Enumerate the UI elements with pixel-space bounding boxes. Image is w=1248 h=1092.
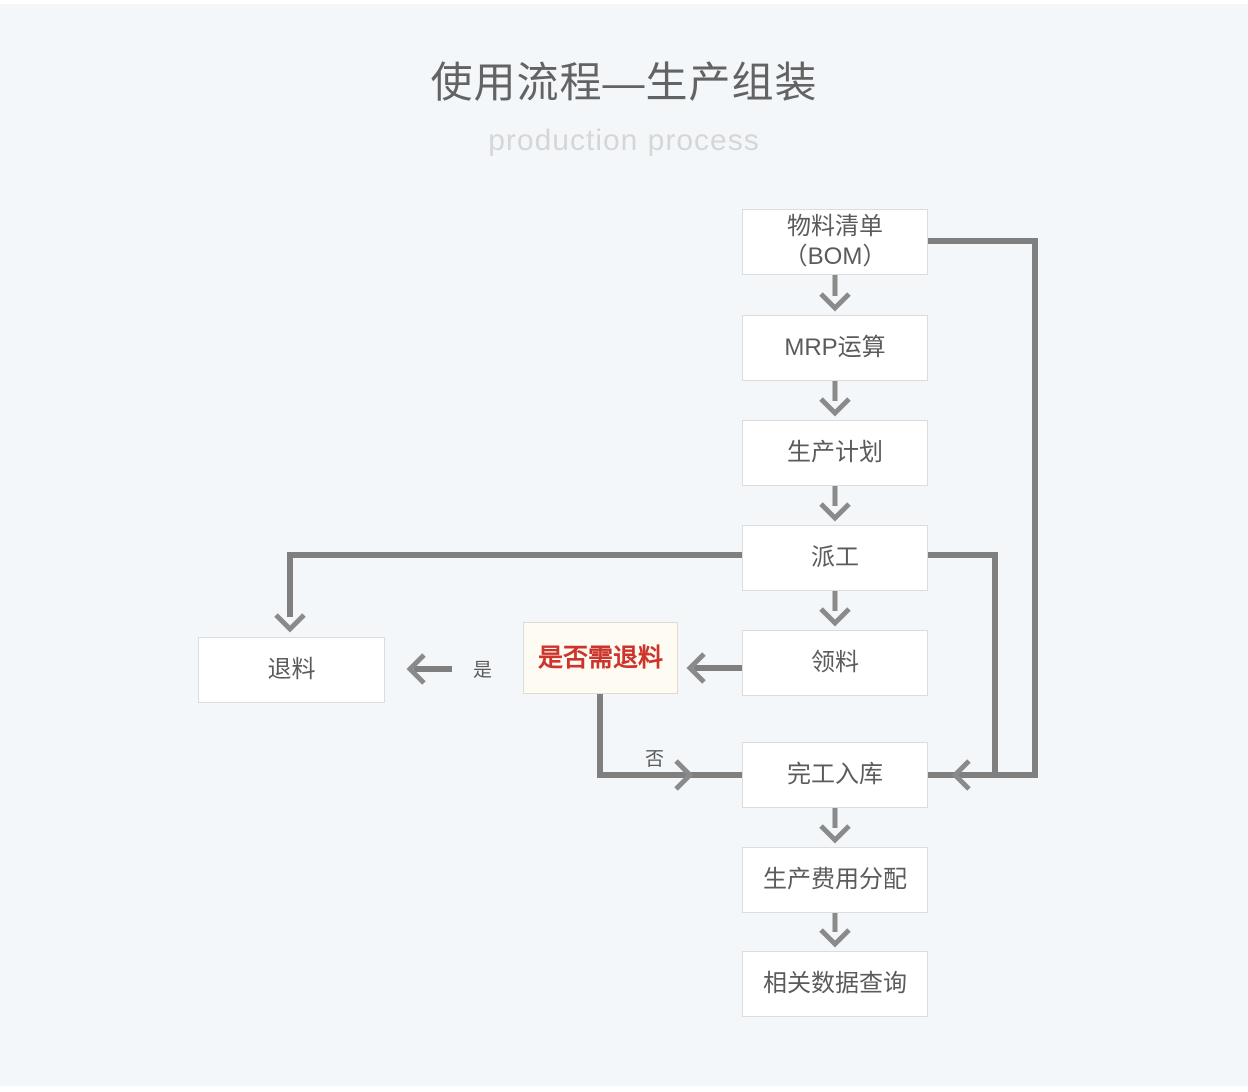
page-subtitle: production process (488, 124, 760, 157)
node-cost-allocation: 生产费用分配 (742, 847, 928, 913)
node-data-query: 相关数据查询 (742, 951, 928, 1017)
edge-decision-no-line (597, 694, 742, 778)
arrow-finish-to-cost (819, 807, 851, 844)
diagram-background (0, 4, 1248, 1086)
edge-decision-yes-arrowhead (406, 653, 426, 685)
arrow-plan-to-dispatch (819, 485, 851, 522)
arrow-mrp-to-plan (819, 380, 851, 417)
edge-bom-to-finish-line (928, 238, 1038, 778)
arrow-dispatch-to-pick (819, 590, 851, 627)
edge-decision-no-arrowhead (674, 759, 694, 791)
node-material-return: 退料 (198, 637, 385, 703)
edge-dispatch-to-finish-line (928, 552, 998, 775)
node-decision-return-needed: 是否需退料 (523, 622, 678, 694)
node-material-pick: 领料 (742, 630, 928, 696)
edge-dispatch-to-return-arrowhead (274, 613, 306, 633)
edge-pick-to-decision-arrowhead (686, 652, 706, 684)
branch-label-no: 否 (645, 749, 665, 770)
node-production-plan: 生产计划 (742, 420, 928, 486)
edge-dispatch-to-return-line (287, 552, 742, 617)
arrow-bom-to-mrp (819, 275, 851, 312)
node-finish-warehouse: 完工入库 (742, 742, 928, 808)
node-bom: 物料清单 （BOM） (742, 209, 928, 275)
node-dispatch: 派工 (742, 525, 928, 591)
node-mrp: MRP运算 (742, 315, 928, 381)
branch-label-yes: 是 (473, 660, 493, 681)
arrow-cost-to-query (819, 912, 851, 948)
edge-into-finish-arrowhead (951, 759, 971, 791)
diagram-header: 使用流程—生产组装 production process (0, 62, 1248, 156)
page-title: 使用流程—生产组装 (430, 59, 818, 106)
